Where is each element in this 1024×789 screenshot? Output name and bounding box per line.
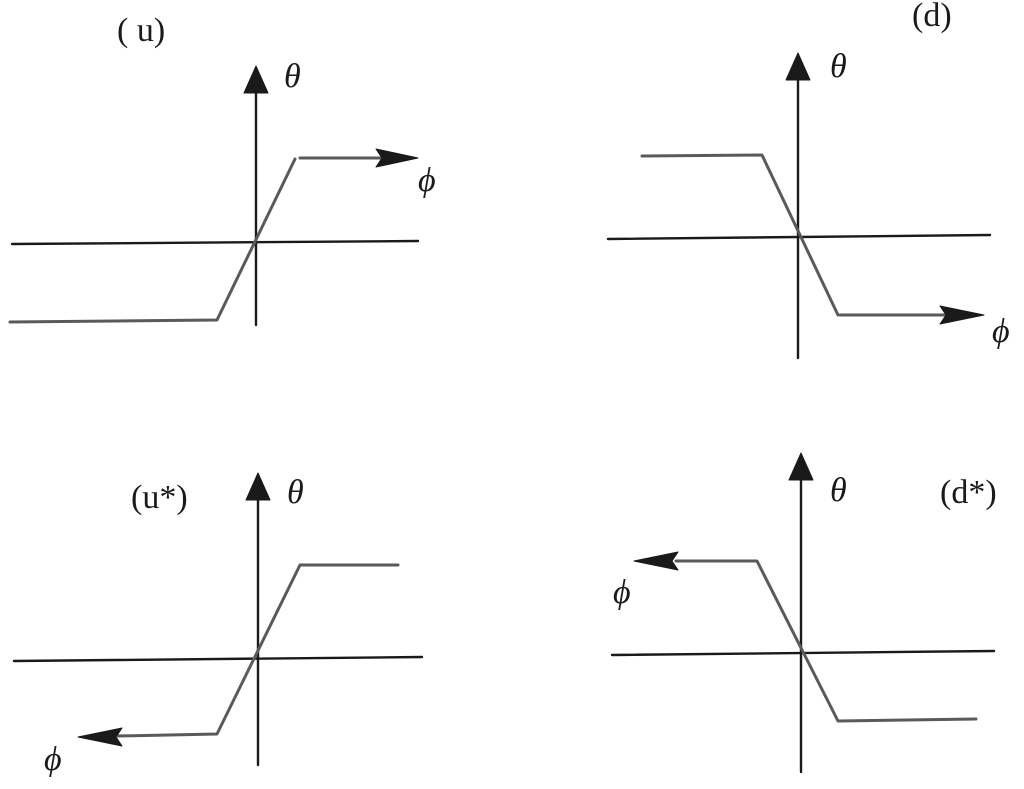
panel-d-star-theta-label: θ [830, 472, 847, 509]
panel-u-star-theta-arrow-icon [245, 472, 271, 501]
panel-u-star-label: (u*) [131, 479, 188, 516]
panel-u-star: (u*) θ ϕ [12, 472, 424, 778]
panel-d-star-phi-arrow-icon [633, 551, 679, 571]
panel-d-curve [640, 153, 840, 317]
panel-d-star-theta-arrow-icon [788, 452, 814, 481]
panel-u-phi-label: ϕ [418, 162, 436, 199]
panel-u-theta-arrow-icon [243, 65, 269, 94]
panel-d-phi-label: ϕ [992, 313, 1010, 350]
panel-u-curve [8, 157, 297, 324]
panel-u-theta-label: θ [284, 58, 301, 95]
panel-d-star-phi-label: ϕ [613, 574, 631, 611]
panel-d-label: (d) [912, 0, 952, 34]
panel-u-star-phi-label: ϕ [44, 741, 62, 778]
panel-d-star-curve [674, 559, 978, 723]
panel-d-theta-arrow-icon [785, 52, 811, 81]
panel-d-star: (d*) θ ϕ [610, 452, 997, 774]
panel-d-theta-label: θ [830, 48, 847, 85]
panel-u-star-theta-label: θ [287, 474, 304, 511]
panel-u-label: ( u) [117, 12, 165, 49]
panel-u: ( u) θ ϕ [8, 12, 436, 327]
panel-u-phi-arrow-icon [375, 148, 419, 168]
panel-u-horizontal-axis [10, 239, 420, 246]
panel-u-star-horizontal-axis [12, 655, 424, 663]
panel-d-star-label: (d*) [940, 474, 997, 511]
panel-d: (d) θ ϕ [606, 0, 1010, 360]
panel-u-star-phi-arrow-icon [77, 727, 123, 747]
panel-d-phi-arrow-icon [939, 305, 985, 325]
panel-u-star-curve [116, 563, 400, 738]
